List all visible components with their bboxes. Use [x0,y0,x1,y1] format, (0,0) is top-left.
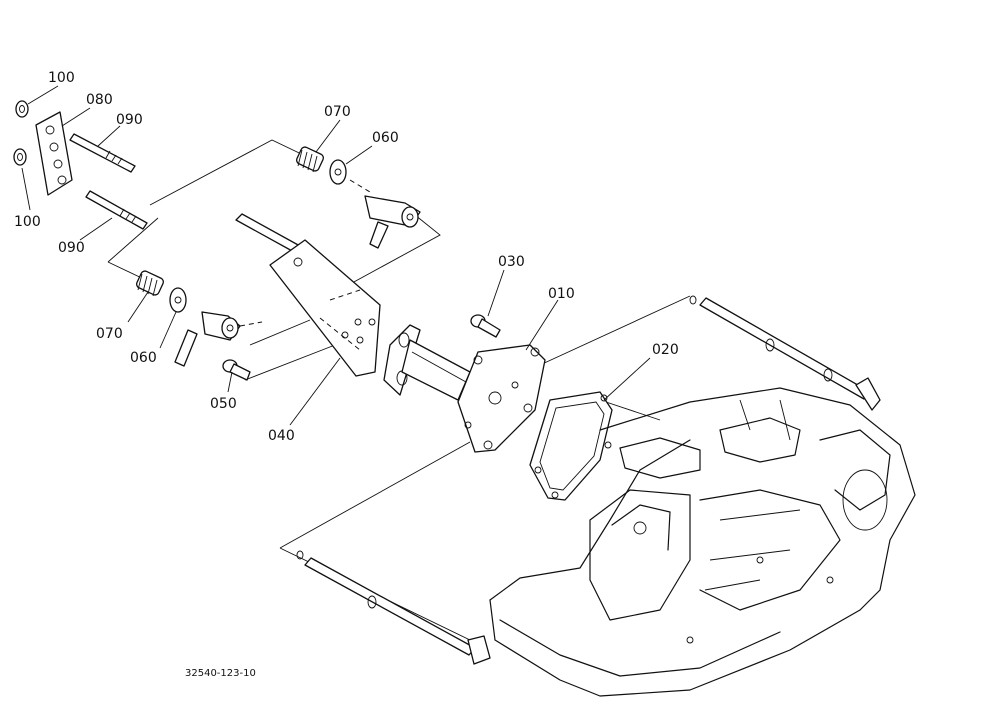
bolt-050 [222,359,251,381]
lever-060-bottom [169,287,263,367]
bolt-030 [470,314,501,338]
gasket-020 [529,391,613,501]
spring-070-top [295,146,325,173]
callout-030: 030 [498,254,525,270]
callout-100-top: 100 [48,70,75,86]
callout-labels: 100 080 090 100 090 070 060 070 060 050 … [14,70,679,679]
callout-080: 080 [86,92,113,108]
stud-bolt-090-top [69,133,136,173]
nut-100-top [15,100,29,118]
callout-060-top: 060 [372,130,399,146]
callout-090-top: 090 [116,112,143,128]
spring-070-bottom [135,270,165,297]
cover-plate-010 [457,344,546,453]
callout-010: 010 [548,286,575,302]
nut-100-bottom [13,148,27,166]
shaft-plate-040 [235,213,381,377]
callout-040: 040 [268,428,295,444]
callout-070-top: 070 [324,104,351,120]
callout-070-bottom: 070 [96,326,123,342]
housing-tube [383,324,471,401]
callout-060-bottom: 060 [130,350,157,366]
callout-020: 020 [652,342,679,358]
leader-lines [21,85,651,426]
drawing-code: 32540-123-10 [185,668,256,679]
lever-060-top [329,159,421,249]
callout-100-bottom: 100 [14,214,41,230]
transmission-housing [489,387,916,697]
lower-rod [296,550,491,665]
upper-rod [689,295,881,411]
plate-080 [35,111,73,196]
callout-090-bottom: 090 [58,240,85,256]
stud-bolt-090-bottom [85,190,148,230]
callout-050: 050 [210,396,237,412]
